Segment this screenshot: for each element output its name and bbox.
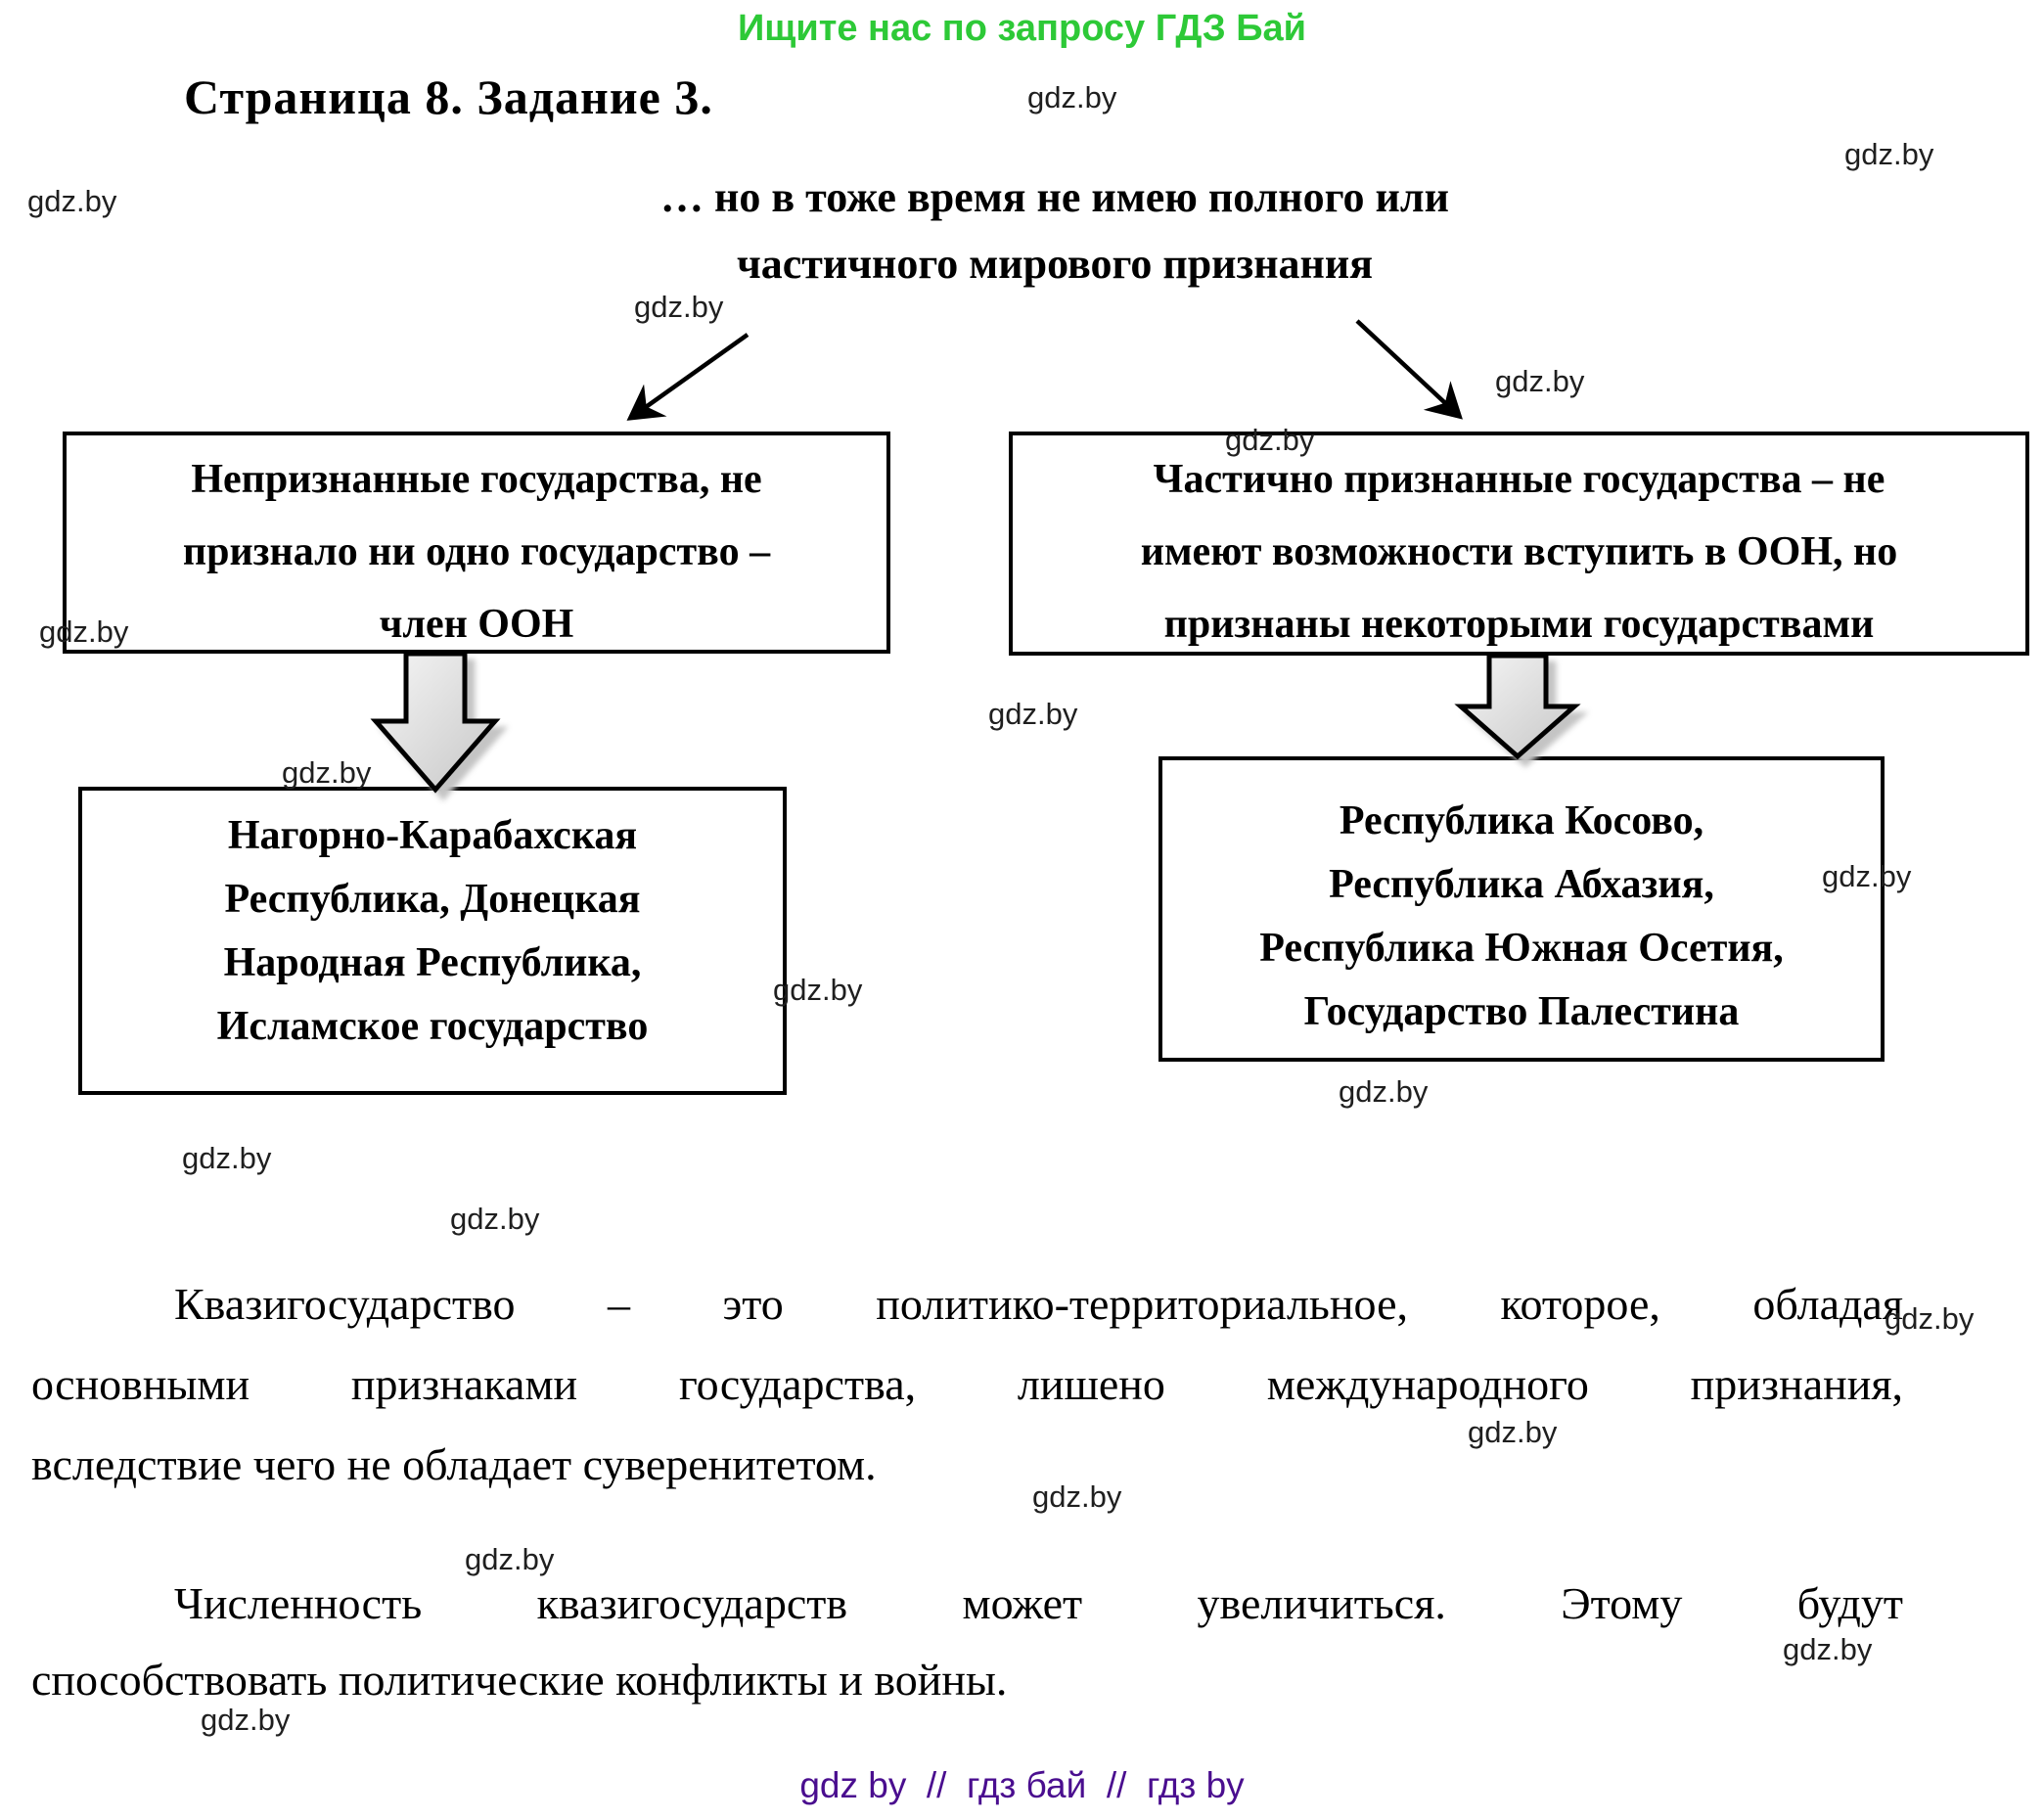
gdz-watermark: gdz.by <box>1783 1632 1873 1666</box>
box-unrecognized-line3: член ООН <box>379 602 574 647</box>
box-partially-examples-line2: Республика Абхазия, <box>1329 862 1714 907</box>
definition-line1: Квазигосударство – это политико-территор… <box>174 1279 1903 1329</box>
box-unrecognized-line1: Непризнанные государства, не <box>191 457 762 502</box>
gdz-watermark: gdz.by <box>201 1703 291 1737</box>
box-partially-recognized-states: Частично признанные государства – не име… <box>1009 432 2029 656</box>
box-partially-recognized-examples: Республика Косово, Республика Абхазия, Р… <box>1158 756 1885 1062</box>
arrow-heading-to-partially <box>1355 319 1463 420</box>
gdz-watermark: gdz.by <box>1339 1074 1429 1109</box>
box-partially-examples-line3: Республика Южная Осетия, <box>1259 926 1784 971</box>
page-title: Страница 8. Задание 3. <box>184 69 713 124</box>
box-partially-examples-line4: Государство Палестина <box>1303 989 1740 1034</box>
box-unrecognized-examples-line3: Народная Республика, <box>223 940 642 985</box>
box-unrecognized-examples-line4: Исламское государство <box>216 1004 649 1049</box>
box-partially-line3: признаны некоторыми государствами <box>1163 602 1875 647</box>
definition-line2: основными признаками государства, лишено… <box>31 1359 1903 1409</box>
outlook-line1: Численность квазигосударств может увелич… <box>174 1578 1903 1628</box>
gdz-watermark: gdz.by <box>282 755 372 790</box>
outlook-line2: способствовать политические конфликты и … <box>31 1655 1008 1705</box>
diagram-heading-line1: … но в тоже время не имею полного или <box>660 173 1449 221</box>
gdz-watermark: gdz.by <box>1844 137 1934 171</box>
diagram-heading: … но в тоже время не имею полного или ча… <box>556 164 1554 297</box>
box-partially-line1: Частично признанные государства – не <box>1153 457 1885 502</box>
promo-banner: Ищите нас по запросу ГДЗ Бай <box>737 8 1307 49</box>
gdz-watermark: gdz.by <box>465 1542 555 1576</box>
gdz-watermark: gdz.by <box>1495 364 1585 398</box>
block-arrow-unrecognized-examples <box>370 651 501 794</box>
gdz-watermark: gdz.by <box>634 290 724 324</box>
box-unrecognized-examples-line2: Республика, Донецкая <box>224 877 641 922</box>
box-unrecognized-line2: признало ни одно государство – <box>182 529 771 574</box>
gdz-watermark: gdz.by <box>1468 1415 1558 1449</box>
paragraph-quasi-state-definition: Квазигосударство – это политико-территор… <box>31 1264 1903 1505</box>
gdz-watermark: gdz.by <box>27 184 117 218</box>
gdz-watermark: gdz.by <box>1225 423 1315 457</box>
gdz-watermark: gdz.by <box>182 1141 272 1175</box>
paragraph-quasi-state-outlook: Численность квазигосударств может увелич… <box>31 1566 1903 1718</box>
box-unrecognized-examples-line1: Нагорно-Карабахская <box>227 813 638 858</box>
gdz-watermark: gdz.by <box>1885 1301 1975 1336</box>
gdz-watermark: gdz.by <box>1032 1479 1122 1514</box>
box-unrecognized-states: Непризнанные государства, не признало ни… <box>63 432 890 654</box>
gdz-watermark: gdz.by <box>450 1202 540 1236</box>
gdz-watermark: gdz.by <box>988 697 1078 731</box>
box-unrecognized-examples: Нагорно-Карабахская Республика, Донецкая… <box>78 787 787 1095</box>
block-arrow-partially-examples <box>1454 653 1581 760</box>
box-partially-line2: имеют возможности вступить в ООН, но <box>1140 529 1898 574</box>
gdz-watermark: gdz.by <box>39 614 129 649</box>
gdz-watermark: gdz.by <box>773 973 863 1007</box>
arrow-heading-to-unrecognized <box>626 333 749 421</box>
gdz-watermark: gdz.by <box>1027 80 1117 114</box>
definition-line3: вследствие чего не обладает суверенитето… <box>31 1439 877 1489</box>
diagram-heading-line2: частичного мирового признания <box>736 240 1374 288</box>
box-partially-examples-line1: Республика Косово, <box>1339 798 1704 843</box>
gdz-watermark: gdz.by <box>1822 859 1912 893</box>
footer-site-line: gdz by // гдз бай // гдз by <box>799 1765 1245 1805</box>
